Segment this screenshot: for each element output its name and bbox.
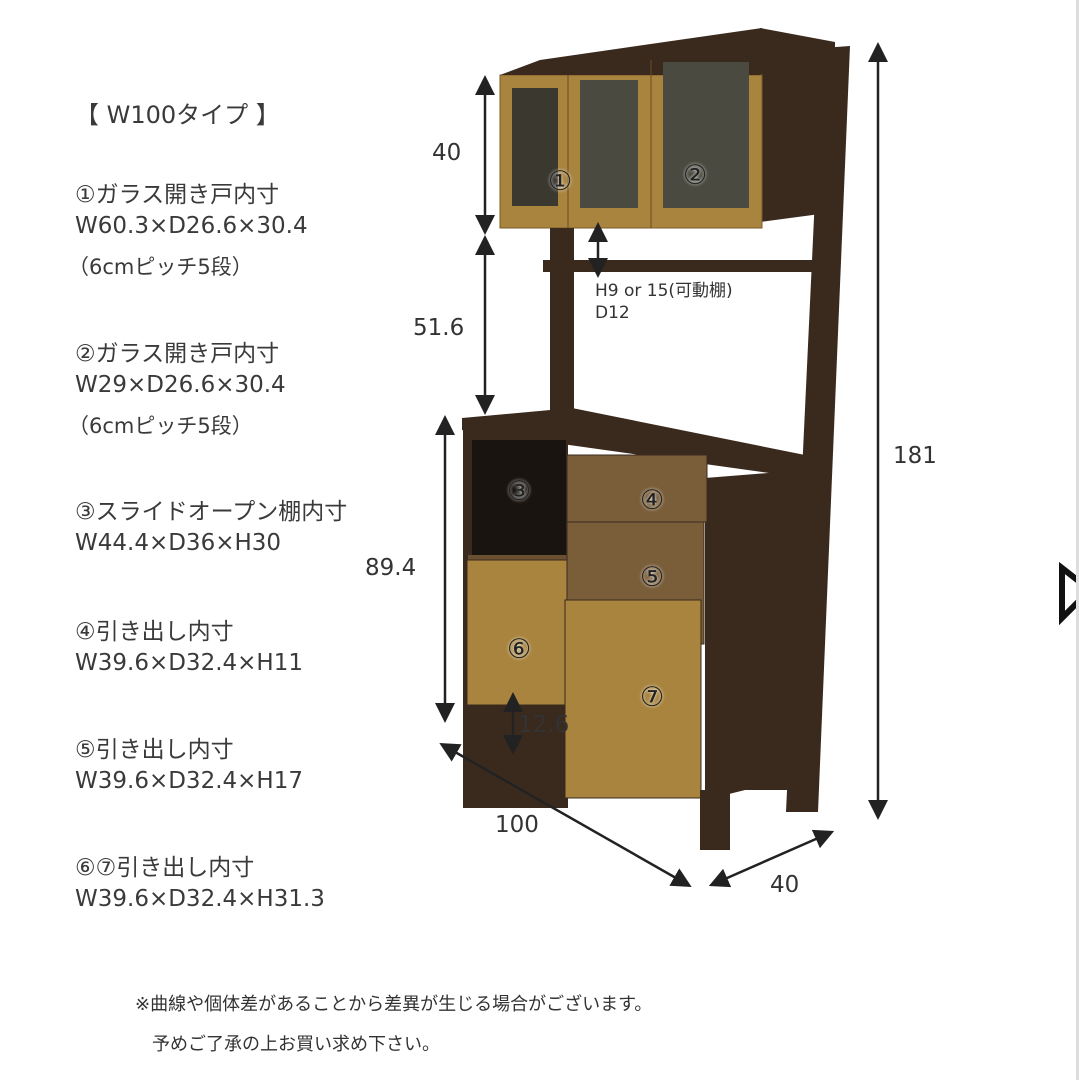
page-edge — [1076, 0, 1079, 1080]
spec-size: W39.6×D32.4×H17 — [75, 768, 303, 794]
label-4: ④ — [640, 485, 665, 516]
movable-shelf — [543, 260, 815, 272]
dim-width: 100 — [495, 812, 539, 838]
spec-name: ①ガラス開き戸内寸 — [75, 182, 280, 208]
shelf-height: H9 or 15(可動棚) — [595, 281, 733, 301]
dim-lower: 89.4 — [365, 555, 417, 581]
label-5: ⑤ — [640, 562, 665, 593]
footnote-line-2: 予めご了承の上お買い求め下さい。 — [152, 1034, 440, 1055]
label-2: ② — [683, 160, 708, 191]
label-3: ③ — [507, 476, 532, 507]
spec-size: W60.3×D26.6×30.4 — [75, 213, 308, 239]
spec-size: W29×D26.6×30.4 — [75, 372, 286, 398]
label-1: ① — [548, 166, 573, 197]
spec-size: W39.6×D32.4×H11 — [75, 650, 303, 676]
drawer-6 — [466, 559, 568, 706]
spec-name: ③スライドオープン棚内寸 — [75, 499, 348, 525]
open-shelf — [472, 440, 566, 555]
dim-leg: 12.6 — [518, 712, 570, 738]
label-7: ⑦ — [640, 682, 665, 713]
dim-total: 181 — [893, 443, 937, 469]
spec-size: W44.4×D36×H30 — [75, 530, 282, 556]
shelf-dimension: H9 or 15(可動棚)D12 — [595, 280, 733, 324]
dimension-lines — [435, 42, 888, 888]
dim-middle: 51.6 — [413, 315, 465, 341]
spec-note: （6cmピッチ5段） — [68, 255, 253, 279]
spec-name: ④引き出し内寸 — [75, 619, 234, 645]
spec-name: ②ガラス開き戸内寸 — [75, 341, 280, 367]
shelf-depth: D12 — [595, 303, 630, 323]
dim-upper: 40 — [432, 140, 462, 166]
label-6: ⑥ — [507, 634, 532, 665]
spec-note: （6cmピッチ5段） — [68, 414, 253, 438]
page-title: 【 W100タイプ 】 — [75, 101, 280, 129]
spec-name: ⑤引き出し内寸 — [75, 737, 234, 763]
drawer-4 — [566, 454, 708, 523]
spec-name: ⑥⑦引き出し内寸 — [75, 855, 255, 881]
drawer-7 — [564, 599, 702, 799]
spec-size: W39.6×D32.4×H31.3 — [75, 886, 325, 912]
footnote-line-1: ※曲線や個体差があることから差異が生じる場合がございます。 — [135, 994, 653, 1015]
dim-depth: 40 — [770, 872, 800, 898]
